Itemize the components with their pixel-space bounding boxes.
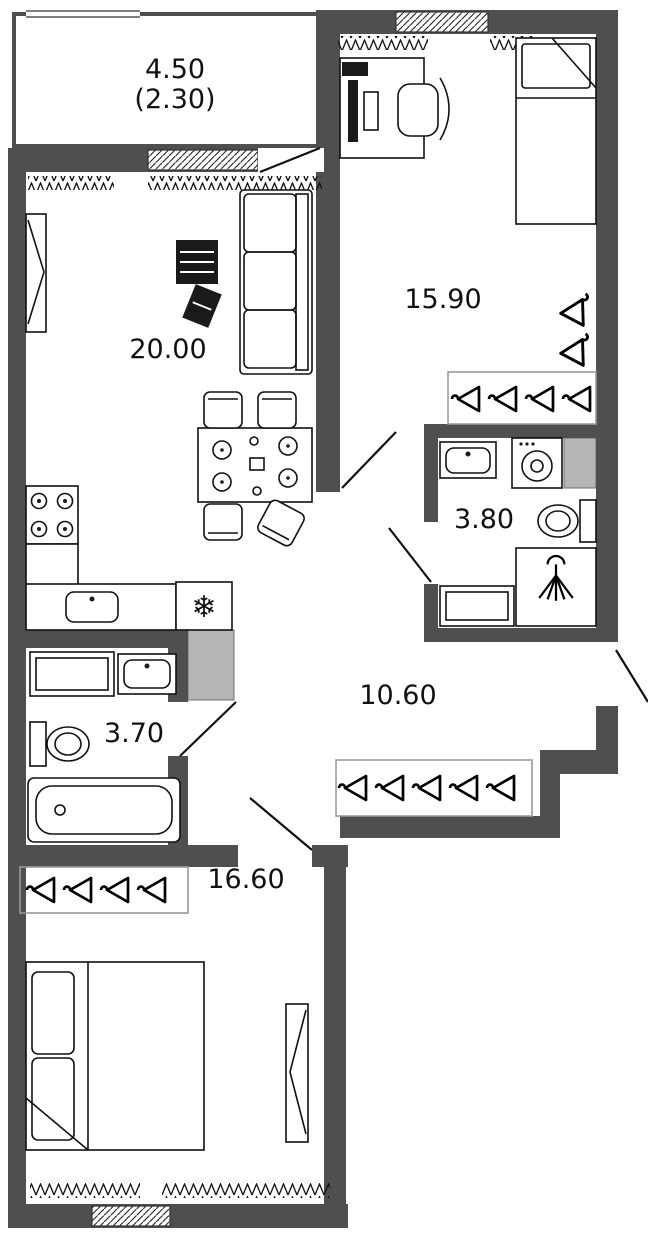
kitchen-sink-icon	[65, 591, 119, 623]
toilet-icon	[537, 499, 597, 543]
living-area-label: 20.00	[129, 334, 206, 365]
window-bedroom2	[91, 1205, 171, 1227]
bathroom-sink-icon	[439, 441, 497, 479]
bedroom-furniture	[339, 37, 599, 425]
vent-shaft-bathroom	[563, 437, 597, 489]
kitchen-fixtures: ❄	[25, 485, 233, 631]
wall-left	[8, 148, 26, 1228]
wall-right-upper	[596, 10, 618, 642]
entrance-door	[615, 649, 648, 703]
insulation-hatch	[28, 36, 534, 1198]
bedroom2-area-label: 16.60	[207, 864, 284, 895]
living-room-furniture	[25, 189, 313, 547]
chair-icon	[257, 391, 297, 429]
toilet-door	[179, 701, 237, 757]
bedroom2-door-opening	[238, 845, 312, 867]
wardrobe	[335, 759, 533, 817]
magazine-icon	[182, 284, 222, 328]
wall-bath-left-b	[424, 584, 438, 642]
kitchen-counter	[25, 583, 177, 631]
wall-bedroom2-right	[324, 867, 346, 1228]
balcony-area-label: 4.50	[145, 54, 205, 85]
cabinet-icon	[29, 651, 115, 697]
toilet-icon	[29, 721, 90, 767]
double-bed-icon	[25, 961, 205, 1151]
shower-icon	[515, 547, 597, 627]
washing-machine-icon	[511, 437, 563, 489]
kitchen-counter	[25, 543, 79, 587]
stove-icon	[25, 485, 79, 545]
wall-living-bedroom	[316, 10, 340, 492]
bedroom-area-label: 15.90	[404, 284, 481, 315]
wall-bath-top	[424, 424, 596, 438]
labels: 4.50 (2.30) 20.00 15.90 3.80 10.60 3.70 …	[104, 54, 514, 895]
wardrobe	[19, 866, 189, 914]
bathroom-area-label: 3.80	[454, 504, 514, 535]
bathtub-icon	[27, 777, 181, 843]
doors	[179, 146, 648, 851]
chair-icon	[203, 503, 243, 541]
chair-icon	[257, 499, 305, 547]
wall-bath-left-a	[424, 438, 438, 522]
balcony-door	[259, 146, 321, 174]
media-shelf-icon	[176, 240, 218, 284]
tv-icon	[285, 1003, 309, 1143]
room-balcony	[14, 16, 324, 146]
hallway-wardrobe	[335, 759, 533, 817]
bathroom-fixtures	[439, 437, 597, 627]
wall-bottom	[8, 1204, 348, 1228]
single-bed-icon	[515, 37, 597, 225]
wall-toilet-top	[8, 630, 188, 648]
bedroom2-door	[249, 797, 313, 851]
wall-bath-bottom	[424, 628, 596, 642]
sofa-icon	[239, 189, 313, 375]
window-living	[147, 149, 259, 171]
bathroom-door	[388, 527, 432, 583]
hallway-area-label: 10.60	[359, 680, 436, 711]
desk-chair-icon	[397, 77, 450, 141]
toilet-area-label: 3.70	[104, 718, 164, 749]
tv-icon	[25, 213, 47, 333]
wardrobe	[447, 371, 597, 425]
bedroom-door	[341, 431, 397, 489]
small-sink-icon	[117, 653, 177, 695]
snowflake-icon: ❄	[191, 590, 216, 625]
dining-table-icon	[197, 427, 313, 503]
balcony-reduced-area-label: (2.30)	[134, 84, 215, 115]
fridge-icon: ❄	[175, 581, 233, 631]
room-hallway-lower	[188, 642, 596, 816]
chair-icon	[203, 391, 243, 429]
bedroom2-furniture	[19, 866, 309, 1151]
toilet-room-fixtures	[27, 651, 181, 843]
vanity-cabinet-icon	[439, 585, 515, 627]
wall-hall-bottom	[340, 816, 560, 838]
vent-shaft-kitchen	[187, 629, 235, 701]
shafts	[187, 437, 597, 701]
room-hallway-upper	[340, 432, 424, 628]
windows	[91, 11, 489, 1227]
window-bedroom	[395, 11, 489, 33]
